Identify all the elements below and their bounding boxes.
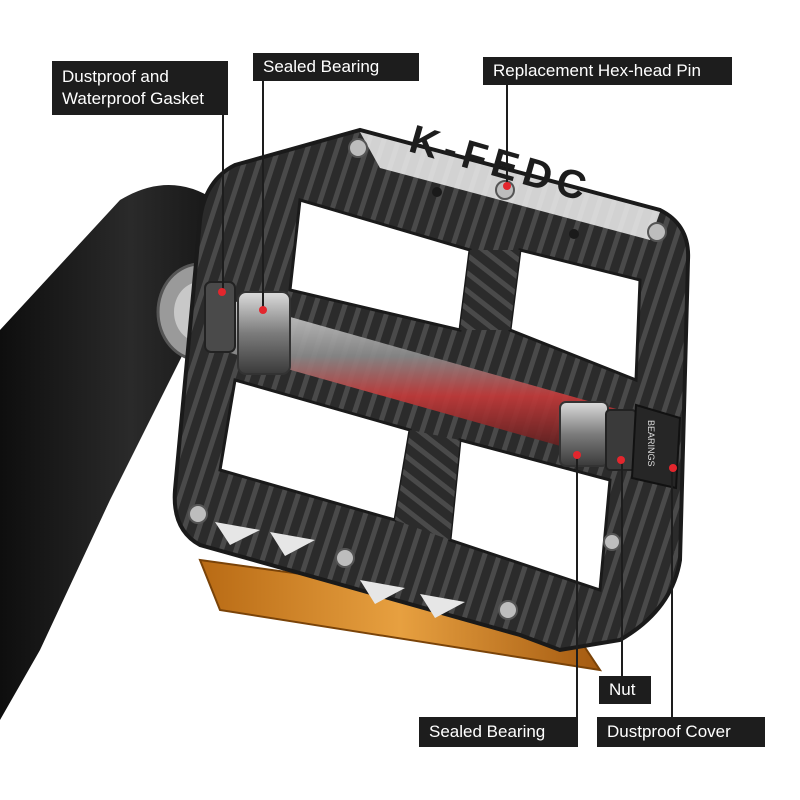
pin: [498, 600, 518, 620]
hex-pins: [188, 138, 667, 620]
pedal-window-bottom-right: [448, 438, 612, 593]
marker-cover: [669, 464, 677, 472]
marker-dots: [218, 182, 677, 472]
pin: [348, 138, 368, 158]
pin: [188, 504, 208, 524]
pin: [603, 533, 621, 551]
axle: [220, 300, 620, 460]
pin: [335, 548, 355, 568]
label-dustproof-cover: Dustproof Cover: [597, 717, 765, 747]
label-sealed-bearing-bottom: Sealed Bearing: [419, 717, 578, 747]
marker-nut: [617, 456, 625, 464]
marker-pin: [503, 182, 511, 190]
label-gasket-line1: Dustproof and: [62, 67, 169, 86]
label-hex-pin: Replacement Hex-head Pin: [483, 57, 732, 85]
sealed-bearing-outer: [559, 401, 609, 467]
pin: [647, 222, 667, 242]
dustproof-cap: [630, 403, 682, 490]
marker-gasket: [218, 288, 226, 296]
marker-sealed-bottom: [573, 451, 581, 459]
label-gasket-line2: Waterproof Gasket: [62, 89, 205, 108]
label-nut: Nut: [599, 676, 651, 704]
label-sealed-bearing-top: Sealed Bearing: [253, 53, 419, 81]
marker-sealed-top: [259, 306, 267, 314]
cap-text: BEARINGS: [646, 420, 656, 467]
leader-lines: [222, 81, 673, 717]
gasket: [204, 281, 236, 353]
label-gasket: Dustproof and Waterproof Gasket: [52, 61, 228, 115]
